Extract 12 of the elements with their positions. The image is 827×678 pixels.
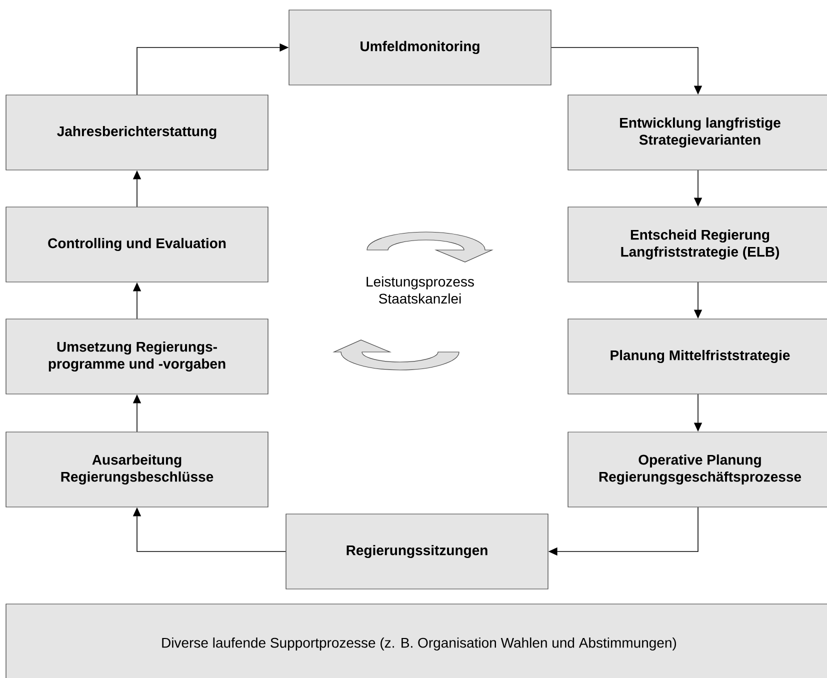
support-process-box: Diverse laufende Supportprozesse (z. B. Organisation Wahlen und Abstimmungen) [6,604,827,678]
process-box: Entwicklung langfristige Strategievarianten [568,94,827,170]
process-box: Umfeldmonitoring [288,10,552,86]
process-box: Umsetzung Regierungs- programme und -vorgaben [6,318,268,394]
process-box: Entscheid Regierung Langfriststrategie (ELB) [568,206,827,282]
process-box: Jahresberichterstattung [6,94,268,170]
center-label: Leistungsprozess Staatskanzlei [366,276,474,304]
process-box: Operative Planung Regierungsgeschäftsprozesse [568,432,827,508]
process-box: Controlling und Evaluation [6,206,268,282]
process-box: Planung Mittelfriststrategie [568,318,827,394]
process-box: Ausarbeitung Regierungsbeschlüsse [6,432,268,508]
process-box: Regierungssitzungen [286,514,548,590]
